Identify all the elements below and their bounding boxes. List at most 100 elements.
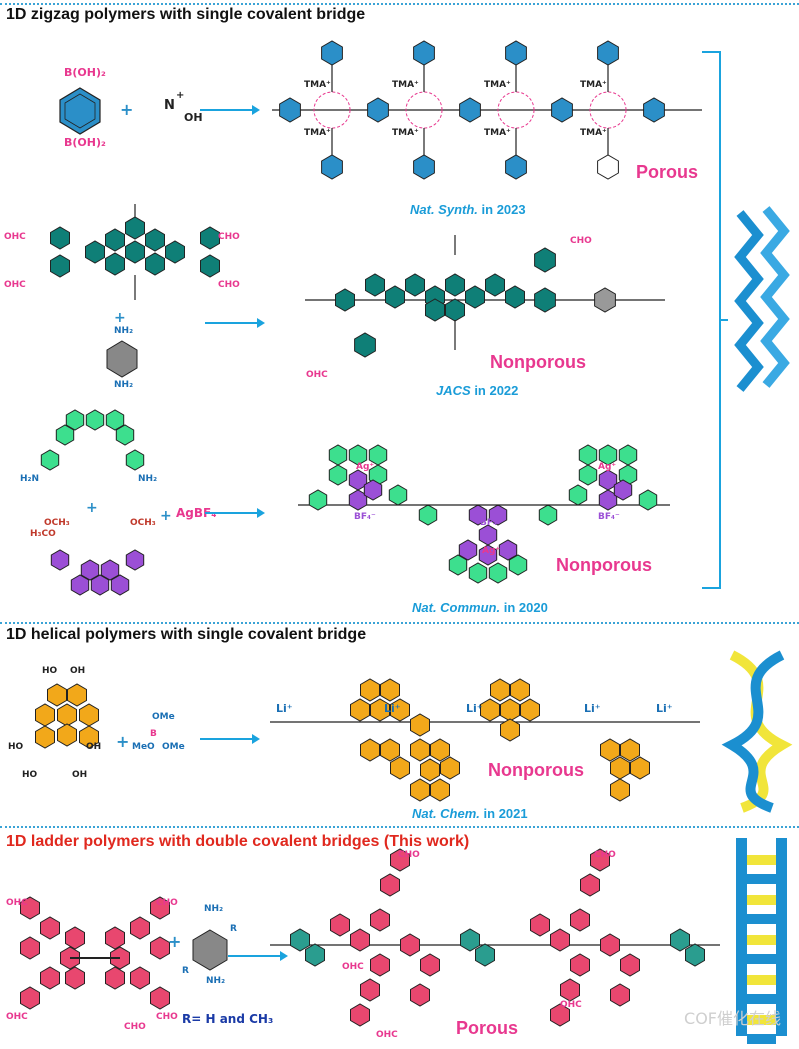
trimethylborate-b: B	[150, 729, 157, 739]
section-divider	[0, 826, 799, 828]
zigzag-chains-illustration	[734, 206, 790, 392]
ladder-rung	[747, 855, 776, 865]
phenyl-ring	[505, 40, 527, 66]
phenyl-ring	[370, 953, 390, 977]
phenyl-ring	[420, 953, 440, 977]
triphenylene-ring	[430, 738, 450, 762]
oh-label-5: HO	[22, 770, 38, 780]
fused-ring	[405, 273, 425, 297]
ladder-rung	[747, 1015, 776, 1025]
phenyl-ring	[350, 928, 370, 952]
triphenylene-ring	[500, 718, 520, 742]
fused-ring	[485, 273, 505, 297]
phenyl-ring	[308, 489, 328, 511]
citation-year: in 2023	[481, 202, 526, 217]
boroxine-cage	[589, 91, 627, 129]
phenyl-ring	[590, 848, 610, 872]
li-cation-3: Li⁺	[466, 702, 483, 715]
phenanthroline-diamine	[40, 409, 145, 471]
phenyl-ring	[413, 40, 435, 66]
helicate-ring	[468, 504, 488, 526]
trimethylborate-ome-right: OMe	[162, 742, 185, 752]
phenyl-ring	[380, 873, 400, 897]
ladder-rung	[747, 975, 776, 985]
tma-charge: +	[176, 90, 185, 101]
imine-polymer-chain	[305, 235, 665, 358]
phenyl-ring	[330, 913, 350, 937]
journal-name: Nat. Commun.	[412, 600, 501, 615]
ladder-rung	[747, 994, 776, 1004]
ladder-rung	[747, 914, 776, 924]
citation-jacs: JACS in 2022	[436, 383, 518, 398]
triphenylene-ring	[430, 778, 450, 802]
fused-ring	[125, 216, 145, 240]
phenyl-ring	[459, 97, 481, 123]
nh2-label: NH₂	[138, 474, 158, 484]
triphenylene-ring	[390, 756, 410, 780]
cho-label-1: CHO	[218, 232, 240, 242]
phenyl-ring	[200, 254, 220, 278]
phenanthroline-ring	[115, 424, 135, 446]
helicate-ring	[328, 444, 348, 466]
boronate-polymer-chain	[272, 40, 702, 180]
section-title-zigzag: 1D zigzag polymers with single covalent …	[6, 6, 366, 23]
phenyl-ring	[130, 966, 150, 990]
silver-reagent: AgBF₄	[176, 506, 217, 520]
watermark: COF催化在线	[684, 1009, 781, 1028]
li-cation-5: Li⁺	[656, 702, 673, 715]
hydroxide-label: OH	[184, 111, 203, 124]
phenylenediamine	[106, 340, 138, 378]
phenanthroline-ring	[70, 574, 90, 596]
fused-ring	[445, 273, 465, 297]
oh-label-3: HO	[8, 742, 24, 752]
phenyl-ring	[40, 449, 60, 471]
journal-name: Nat. Chem.	[412, 806, 480, 821]
triphenylene-ring	[520, 698, 540, 722]
plus-sign: +	[168, 932, 182, 951]
fused-ring	[125, 240, 145, 264]
triphenylene-ring	[600, 738, 620, 762]
helicate-ring	[618, 444, 638, 466]
ether-label-left: H₃CO	[30, 529, 56, 539]
fused-ring	[165, 240, 185, 264]
silver-ion-left: Ag⁺	[356, 462, 375, 472]
tma-counter-ion: TMA⁺	[304, 128, 331, 138]
phenyl-ring	[20, 986, 40, 1010]
tma-counter-ion: TMA⁺	[392, 80, 419, 90]
phenanthroline-ring	[80, 559, 100, 581]
fused-ring	[385, 285, 405, 309]
phenyl-ring	[570, 908, 590, 932]
triphenylene-ring	[390, 698, 410, 722]
silver-ion-right: Ag⁺	[598, 462, 617, 472]
triphenylene-ring	[630, 756, 650, 780]
phenyl-ring	[20, 936, 40, 960]
boronic-acid-label-bottom: B(OH)₂	[64, 136, 106, 149]
counter-ion-center: BF₄⁻	[480, 518, 502, 528]
citation-nat-synth: Nat. Synth. in 2023	[410, 202, 526, 217]
triphenylene-ring	[500, 698, 520, 722]
nh2-label-1: NH₂	[204, 904, 224, 914]
helicate-ring	[478, 544, 498, 566]
ladder-rung	[747, 935, 776, 945]
phenyl-ring	[125, 449, 145, 471]
phenyl-ring	[50, 549, 70, 571]
pyrene-tetraaldehyde-monomer	[50, 204, 220, 300]
citation-year: in 2022	[474, 383, 519, 398]
silver-ion-center: Ag⁺	[482, 546, 501, 556]
spiroborate-polymer-chain	[270, 678, 700, 802]
tma-counter-ion: TMA⁺	[304, 80, 331, 90]
triphenylene-ring	[420, 758, 440, 782]
phenyl-ring	[560, 978, 580, 1002]
journal-name: Nat. Synth.	[410, 202, 478, 217]
cho-label-2: CHO	[218, 280, 240, 290]
plus-sign: +	[86, 500, 98, 516]
li-cation-2: Li⁺	[384, 702, 401, 715]
cho-label-a: CHO	[156, 898, 178, 908]
phenylene-ring	[594, 287, 616, 313]
helicate-ring	[488, 562, 508, 584]
phenyl-ring	[40, 916, 60, 940]
helicate-ring	[508, 554, 528, 576]
quinoxaline-ring	[305, 943, 325, 967]
phenyl-ring	[505, 154, 527, 180]
reaction-arrow	[205, 318, 265, 328]
